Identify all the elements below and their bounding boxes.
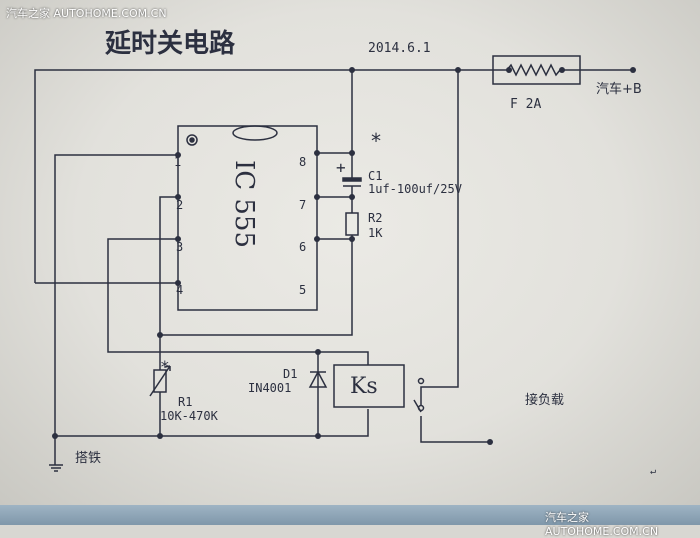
relay-label: Ks — [350, 374, 378, 399]
c1-polarity: + — [336, 158, 346, 177]
capacitor-plate — [342, 177, 362, 182]
fuse-label: F 2A — [510, 97, 541, 112]
ic-label: IC 555 — [229, 160, 259, 248]
supply-label: 汽车+B — [596, 81, 642, 97]
switch-contact — [417, 404, 425, 412]
return-mark: ↵ — [650, 466, 656, 477]
screen — [0, 0, 700, 505]
circuit-diagram: 延时关电路 2014.6.1 F 2A 汽车+B IC 555 1 2 3 4 … — [34, 28, 656, 477]
pin-1: 1 — [174, 155, 181, 169]
r1-mark: * — [160, 357, 170, 376]
pin-8: 8 — [299, 155, 306, 169]
r1-value: 10K-470K — [160, 409, 219, 423]
taskbar — [0, 505, 700, 525]
d1-value: IN4001 — [248, 381, 291, 395]
wire-pin1-ground — [54, 154, 178, 465]
pin-6: 6 — [299, 240, 306, 254]
d1-diode-icon — [308, 370, 328, 388]
relay-switch-wire — [413, 70, 490, 443]
relay-coil-box — [333, 364, 405, 408]
c1-name: C1 — [368, 169, 382, 183]
load-label: 接负载 — [525, 392, 564, 408]
c1-mark: * — [370, 129, 382, 153]
junction-dots — [52, 67, 636, 445]
ic-pin1-marker — [186, 134, 198, 146]
top-rail-wire — [34, 69, 633, 283]
r1-variable-resistor — [153, 369, 167, 393]
ic-pin1-marker-dot — [189, 137, 195, 143]
r2-value: 1K — [368, 226, 383, 240]
watermark-bottom: 汽车之家 AUTOHOME.COM.CN — [545, 511, 659, 538]
pin-3: 3 — [176, 240, 183, 254]
r1-adjust-arrow — [149, 365, 171, 397]
switch-contact — [417, 377, 425, 385]
pin-4: 4 — [176, 283, 183, 297]
pin-5: 5 — [299, 283, 306, 297]
r1-name: R1 — [178, 395, 192, 409]
date-label: 2014.6.1 — [368, 41, 431, 56]
wire-pin3-relay — [107, 238, 369, 365]
r2-name: R2 — [368, 211, 382, 225]
ic-notch — [232, 125, 278, 141]
fuse-element — [493, 63, 580, 77]
pin-7: 7 — [299, 198, 306, 212]
pin-2: 2 — [176, 198, 183, 212]
diagram-title: 延时关电路 — [104, 28, 236, 59]
d1-name: D1 — [283, 367, 297, 381]
watermark-top: 汽车之家 AUTOHOME.COM.CN — [6, 7, 167, 20]
ground-icon — [49, 464, 63, 472]
c1-value: 1uf-100uf/25V — [368, 182, 462, 196]
wire-pin2-r1 — [159, 196, 178, 436]
ground-label: 搭铁 — [75, 450, 101, 466]
r2-resistor — [345, 212, 359, 236]
